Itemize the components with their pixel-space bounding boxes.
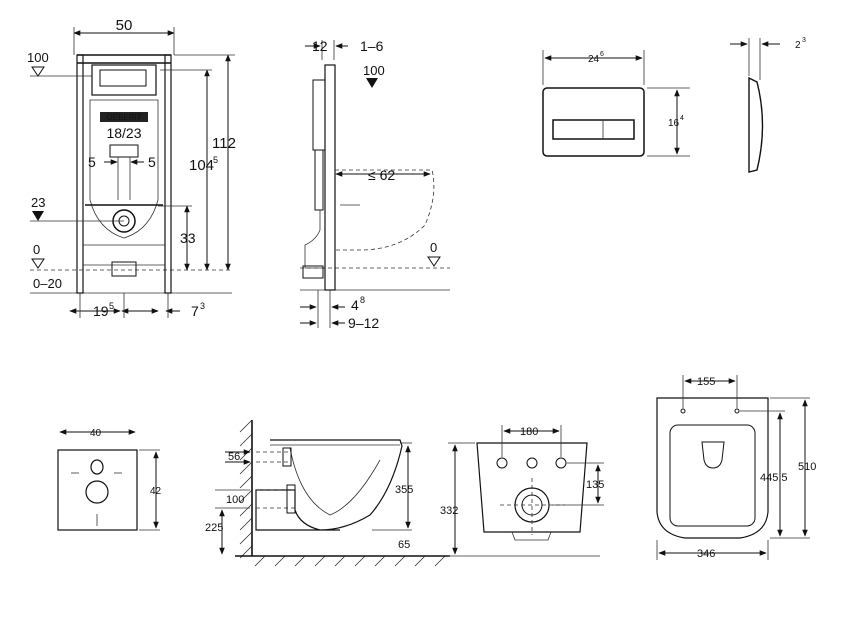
bottom-left-label: 19 <box>93 303 109 319</box>
inlet-level-label: 225 <box>205 522 223 534</box>
top-bolt-spacing-label: 155 <box>697 376 715 388</box>
back-bolt-spacing-label: 180 <box>520 426 538 438</box>
bottom-left-sup: 5 <box>109 301 114 311</box>
plate-thickness-sup: 3 <box>802 37 806 44</box>
pipe-height-label: 33 <box>180 230 196 246</box>
top-width-label: 346 <box>697 548 715 560</box>
plate-front-view: 24 6 16 4 <box>542 50 690 157</box>
plate-width-label: 24 <box>588 54 600 65</box>
pipe-level-label: 23 <box>31 195 45 210</box>
back-bolt-drop-label: 135 <box>586 479 604 491</box>
bowl-template-view: 40 42 <box>57 428 162 531</box>
side-depth-b-label: 1–6 <box>360 38 384 54</box>
bolt-offset-label: 56 <box>228 451 240 463</box>
top-length-label: 510 <box>798 461 816 473</box>
plate-side-view: 2 3 <box>730 37 806 173</box>
plate-height-label: 16 <box>668 118 680 129</box>
height-total-label: 112 <box>212 135 236 152</box>
side-bottom-a-sup: 8 <box>360 295 365 305</box>
inlet-height-label: 100 <box>226 494 244 506</box>
back-height-label: 332 <box>440 505 458 517</box>
side-bottom-b-label: 9–12 <box>348 315 379 331</box>
top-length-inner-label: 445.5 <box>760 472 788 484</box>
bowl-side-view: 56 100 225 355 65 <box>205 419 450 567</box>
side-bowl-reach-label: ≤ 62 <box>368 167 395 183</box>
offset-right-label: 5 <box>148 154 156 170</box>
template-width-label: 40 <box>90 428 102 439</box>
floor-level-label: 0 <box>33 242 40 257</box>
plate-thickness-label: 2 <box>795 40 801 51</box>
side-bottom-a-label: 4 <box>351 297 359 313</box>
plate-height-sup: 4 <box>680 115 684 122</box>
template-height-label: 42 <box>150 486 162 497</box>
bowl-top-view: 155 346 510 445.5 <box>656 375 816 560</box>
top-level-label: 100 <box>27 50 49 65</box>
flush-range-label: 18/23 <box>106 125 141 141</box>
side-top-level-label: 100 <box>363 63 385 78</box>
bowl-height-label: 355 <box>395 484 413 496</box>
height-frame-label: 104 <box>189 157 214 174</box>
side-floor-level-label: 0 <box>430 240 437 255</box>
offset-left-label: 5 <box>88 154 96 170</box>
frame-side-view: 12 1–6 100 ≤ 62 0 4 8 9–12 <box>300 38 450 331</box>
bottom-right-sup: 3 <box>200 301 205 311</box>
bowl-back-view: 180 135 332 <box>440 425 604 557</box>
side-depth-a-label: 12 <box>312 38 328 54</box>
plate-width-sup: 6 <box>600 51 604 58</box>
frame-front-view: GEBERIT 50 100 112 104 5 18/23 5 5 23 <box>27 17 236 319</box>
bottom-right-label: 7 <box>191 303 199 319</box>
brand-label: GEBERIT <box>106 113 141 122</box>
height-frame-sup: 5 <box>213 155 218 165</box>
bowl-gap-label: 65 <box>398 539 410 551</box>
floor-range-label: 0–20 <box>33 276 62 291</box>
frame-width-label: 50 <box>116 17 133 34</box>
